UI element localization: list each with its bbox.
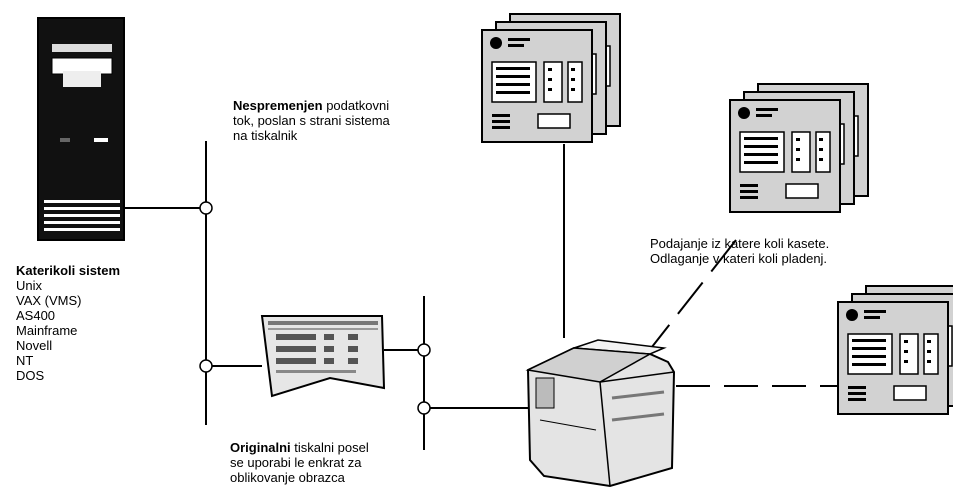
system-item: DOS [16,368,45,383]
top-note-rest: podatkovni [322,98,390,113]
bottom-note-bold: Originalni [230,440,291,455]
junction-node [199,201,213,215]
top-note: Nespremenjen podatkovni tok, poslan s st… [233,98,390,143]
junction-node [417,343,431,357]
form-stack-right-icon [838,286,953,414]
system-label: Katerikoli sistem Unix VAX (VMS) AS400 M… [16,263,120,383]
server-tower-icon [37,17,125,241]
output-link-diagonal [647,239,737,353]
system-title: Katerikoli sistem [16,263,121,278]
system-item: Mainframe [16,323,78,338]
system-item: Unix [16,278,43,293]
junction-node [417,401,431,415]
printer-icon [525,339,676,488]
tray-note: Podajanje iz katere koli kasete. Odlagan… [650,236,829,266]
bottom-note-line: oblikovanje obrazca [230,470,345,485]
form-stack-top-icon [482,14,620,142]
system-item: VAX (VMS) [16,293,82,308]
junction-node [199,359,213,373]
tray-note-line: Odlaganje v kateri koli pladenj. [650,251,828,266]
bottom-note: Originalni tiskalni posel se uporabi le … [230,440,369,485]
system-item: Novell [16,338,53,353]
print-job-icon [260,315,386,398]
system-item: NT [16,353,34,368]
system-item: AS400 [16,308,56,323]
top-note-line: tok, poslan s strani sistema [233,113,390,128]
form-stack-middle-icon [730,84,868,212]
top-note-line: na tiskalnik [233,128,298,143]
bottom-note-line: se uporabi le enkrat za [230,455,362,470]
tray-note-line: Podajanje iz katere koli kasete. [650,236,830,251]
bottom-note-rest: tiskalni posel [290,440,369,455]
connection-lines [125,141,840,450]
top-note-bold: Nespremenjen [233,98,323,113]
